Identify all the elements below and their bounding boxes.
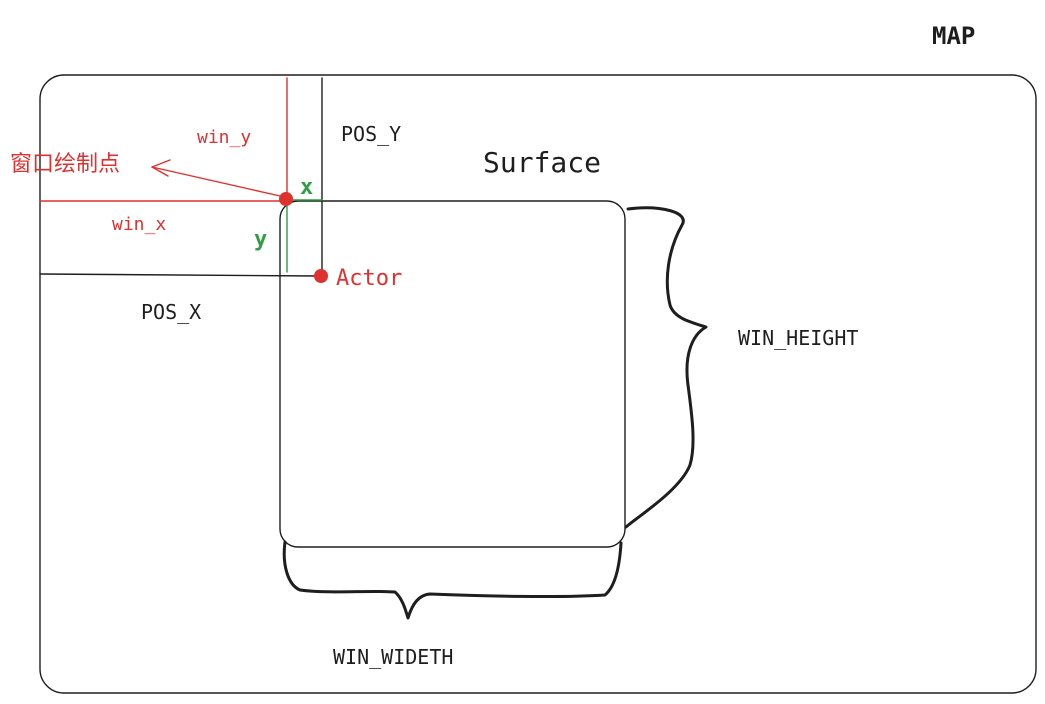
offset-y-label: y	[254, 227, 267, 252]
surface-label: Surface	[483, 146, 601, 179]
window-draw-point-label: 窗口绘制点	[10, 152, 120, 177]
win-x-label: win_x	[112, 214, 166, 235]
actor-label: Actor	[336, 266, 402, 291]
win-width-label: WIN_WIDETH	[333, 645, 453, 669]
win-height-brace	[624, 206, 708, 529]
pos-x-line	[39, 273, 319, 277]
surface-window	[279, 200, 626, 548]
map-boundary	[39, 74, 1037, 694]
window-draw-point-arrow	[151, 166, 281, 197]
map-label: MAP	[932, 22, 975, 50]
win-height-label: WIN_HEIGHT	[738, 326, 858, 350]
offset-x-label: x	[300, 175, 313, 200]
pos-x-label: POS_X	[141, 300, 201, 324]
win-y-label: win_y	[197, 127, 251, 148]
pos-y-label: POS_Y	[341, 122, 401, 146]
actor-dot	[314, 269, 328, 283]
win-width-brace	[282, 540, 623, 620]
window-draw-point-arrowhead	[151, 159, 171, 177]
window-draw-point-dot	[279, 192, 293, 206]
